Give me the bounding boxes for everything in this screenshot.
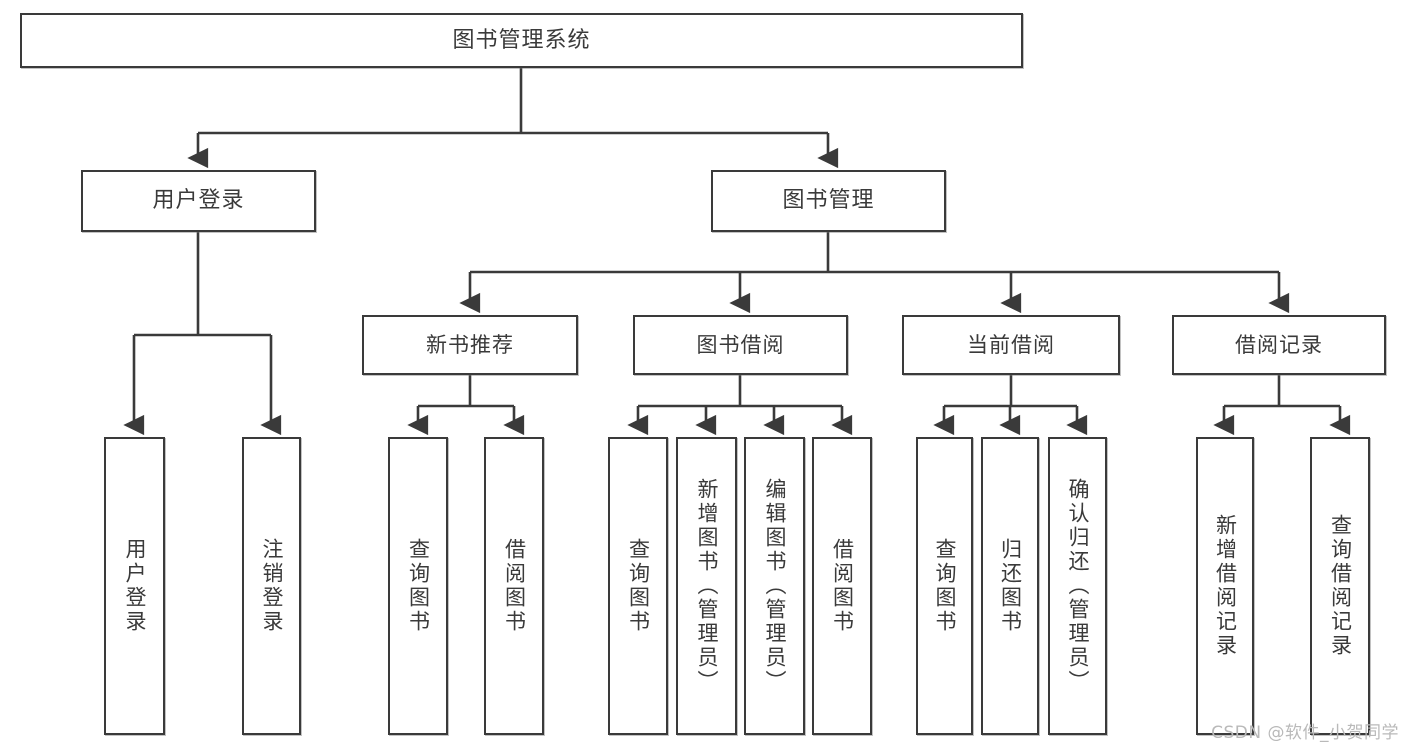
node-label: 用户登录 (152, 188, 245, 214)
watermark: CSDN @软件_小贺同学 (1211, 723, 1399, 743)
node-label: 查询图书 (406, 538, 431, 634)
leaf-edit-book-admin[interactable]: 编辑图书（管理员） (744, 437, 805, 735)
node-label: 新增图书（管理员） (695, 478, 720, 694)
node-label: 用户登录 (123, 538, 148, 634)
leaf-logout[interactable]: 注销登录 (242, 437, 301, 735)
leaf-query-book-borrow[interactable]: 查询图书 (608, 437, 668, 735)
leaf-borrow-book[interactable]: 借阅图书 (812, 437, 872, 735)
node-label: 查询图书 (933, 538, 958, 634)
node-current-borrow[interactable]: 当前借阅 (902, 315, 1120, 375)
leaf-add-borrow-record[interactable]: 新增借阅记录 (1196, 437, 1254, 735)
node-book-management[interactable]: 图书管理 (711, 170, 946, 232)
node-new-book-recommend[interactable]: 新书推荐 (362, 315, 578, 375)
node-label: 图书借阅 (696, 332, 785, 357)
node-label: 查询借阅记录 (1328, 514, 1353, 658)
node-label: 当前借阅 (967, 332, 1055, 357)
leaf-query-borrow-record[interactable]: 查询借阅记录 (1310, 437, 1370, 735)
node-label: 图书管理 (782, 188, 875, 214)
leaf-add-book-admin[interactable]: 新增图书（管理员） (676, 437, 737, 735)
node-label: 图书管理系统 (452, 27, 591, 53)
leaf-confirm-return-admin[interactable]: 确认归还（管理员） (1048, 437, 1107, 735)
leaf-user-login[interactable]: 用户登录 (104, 437, 165, 735)
node-label: 借阅图书 (830, 538, 855, 634)
leaf-query-book-newbook[interactable]: 查询图书 (388, 437, 448, 735)
node-label: 确认归还（管理员） (1066, 478, 1091, 694)
node-label: 归还图书 (998, 538, 1023, 634)
leaf-return-book[interactable]: 归还图书 (981, 437, 1039, 735)
node-root-system[interactable]: 图书管理系统 (20, 13, 1023, 68)
node-label: 借阅图书 (502, 538, 527, 634)
node-label: 编辑图书（管理员） (763, 478, 788, 694)
node-label: 借阅记录 (1235, 332, 1323, 357)
leaf-query-book-current[interactable]: 查询图书 (916, 437, 973, 735)
node-user-login[interactable]: 用户登录 (81, 170, 316, 232)
leaf-borrow-book-newbook[interactable]: 借阅图书 (484, 437, 544, 735)
node-label: 查询图书 (626, 538, 651, 634)
node-borrow-record[interactable]: 借阅记录 (1172, 315, 1386, 375)
node-label: 注销登录 (260, 538, 285, 634)
node-book-borrow[interactable]: 图书借阅 (633, 315, 848, 375)
node-label: 新增借阅记录 (1213, 514, 1238, 658)
node-label: 新书推荐 (426, 332, 514, 357)
